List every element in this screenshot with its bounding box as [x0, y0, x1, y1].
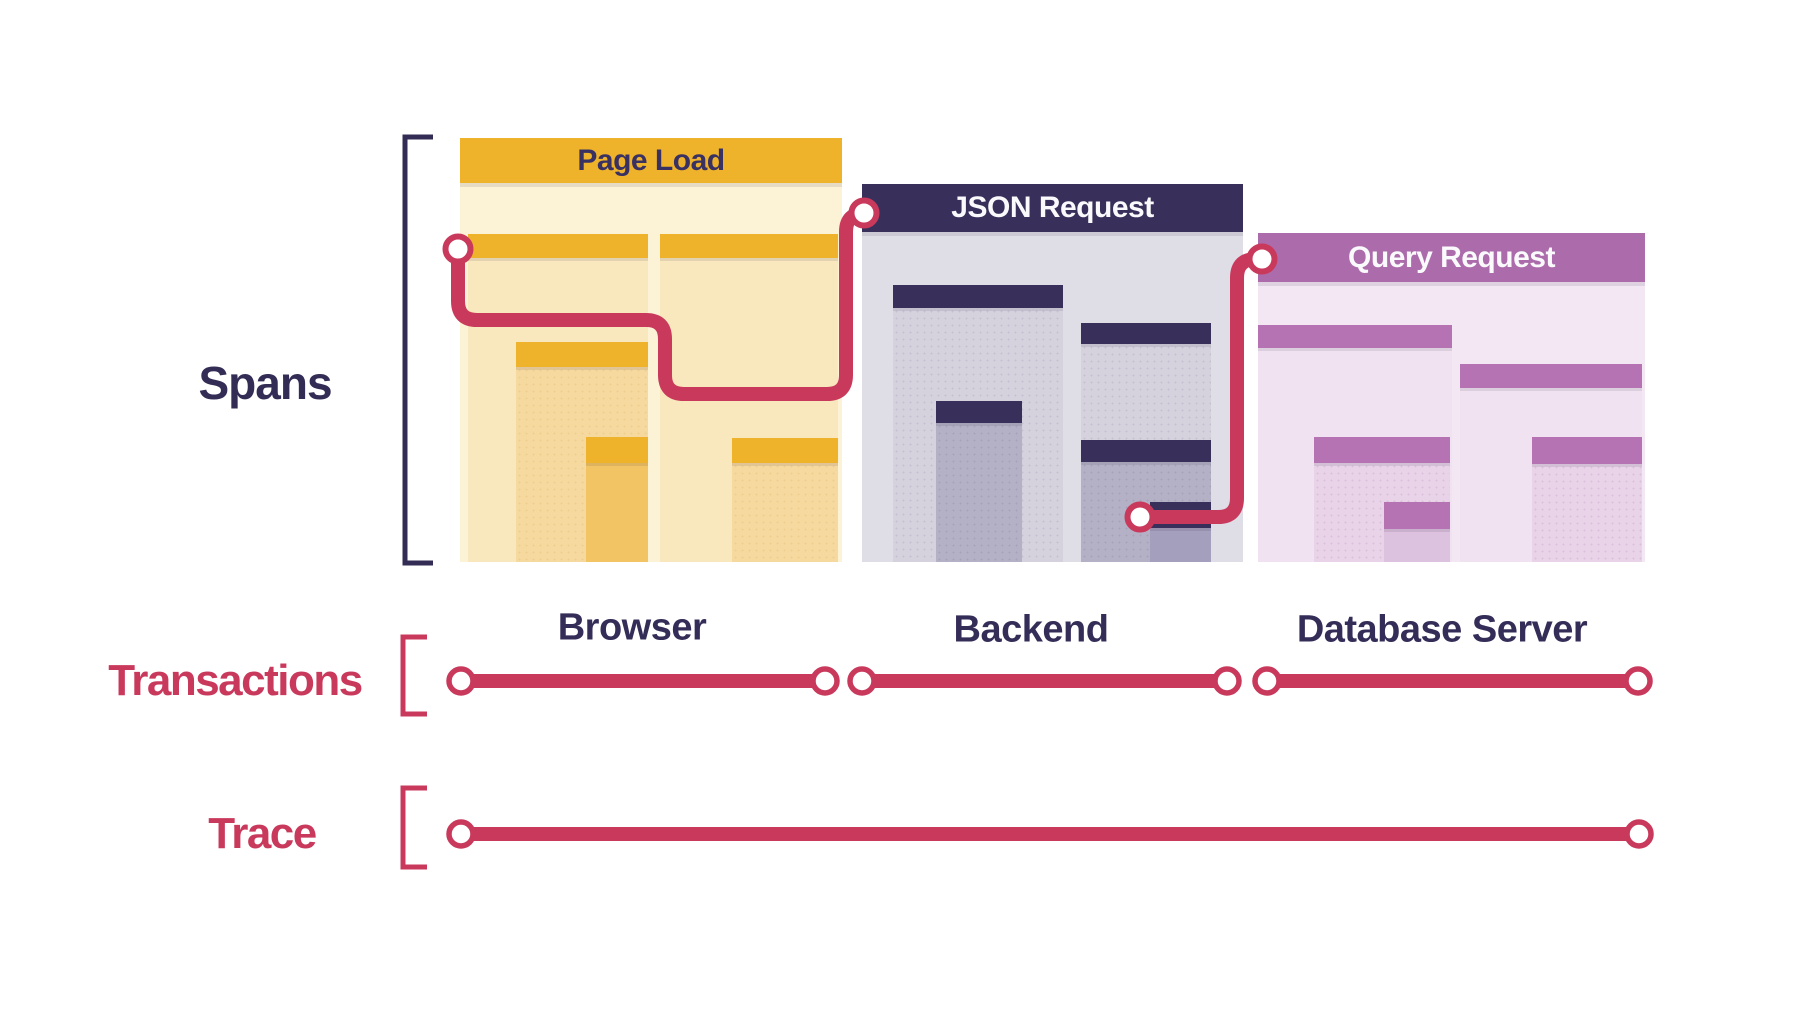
page-load-span-header: Page Load: [460, 138, 842, 183]
trace-node: [446, 819, 476, 849]
database-service-label: Database Server: [1296, 608, 1588, 651]
browser-service-label: Browser: [557, 606, 707, 649]
span-handoff-node: [1246, 243, 1278, 275]
span-bar: [586, 437, 648, 562]
transaction-node: [847, 666, 877, 696]
json-request-title: JSON Request: [951, 191, 1154, 224]
browser-span-path: [451, 206, 866, 401]
transaction-node: [1252, 666, 1282, 696]
span-bar: [1532, 437, 1642, 562]
transactions-bracket: [400, 634, 427, 717]
span-start-node: [1124, 501, 1156, 533]
page-load-title: Page Load: [577, 143, 725, 177]
transaction-node: [1623, 666, 1653, 696]
transaction-node: [1212, 666, 1242, 696]
browser-service-block: Page Load: [460, 138, 842, 562]
transaction-node: [810, 666, 840, 696]
transaction-node: [446, 666, 476, 696]
backend-service-label: Backend: [953, 608, 1109, 651]
database-service-block: Query Request: [1258, 233, 1645, 562]
span-start-node: [442, 233, 474, 265]
spans-bracket: [402, 134, 433, 566]
backend-service-block: JSON Request: [862, 184, 1243, 562]
span-bar: [732, 438, 838, 562]
trace-node: [1624, 819, 1654, 849]
trace-row-label: Trace: [208, 809, 317, 858]
spans-row-label: Spans: [198, 357, 332, 409]
backend-span-path: [1140, 252, 1262, 524]
span-bar: [936, 401, 1022, 562]
transactions-row-label: Transactions: [108, 656, 363, 705]
trace-bracket: [400, 785, 427, 870]
span-handoff-node: [848, 197, 880, 229]
span-bar: [1384, 502, 1450, 562]
query-request-title: Query Request: [1348, 240, 1555, 274]
json-request-span-header: JSON Request: [862, 184, 1243, 232]
query-request-span-header: Query Request: [1258, 233, 1645, 282]
